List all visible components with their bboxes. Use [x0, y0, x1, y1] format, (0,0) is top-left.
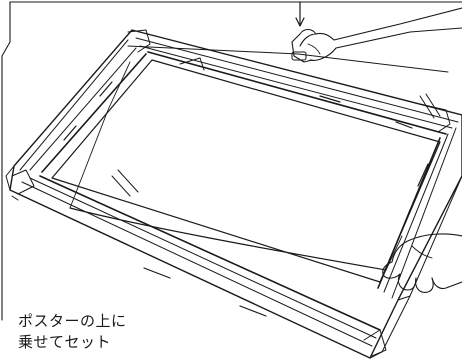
corner-top-left [127, 29, 151, 53]
clear-sheet-edge [69, 207, 387, 271]
frame-inner-opening [51, 59, 441, 283]
frame-outer [9, 29, 462, 359]
corner-top-right [419, 103, 451, 133]
instruction-caption: ポスターの上に 乗せてセット [18, 311, 127, 353]
upper-hand-icon [291, 7, 462, 63]
caption-line-2: 乗せてセット [18, 333, 112, 351]
corner-bottom-left [11, 169, 35, 195]
cover-sheet-edge [127, 45, 449, 73]
glass-reflection [111, 175, 131, 197]
caption-line-1: ポスターの上に [18, 312, 127, 330]
lower-hand-icon [382, 233, 462, 293]
panel-left-bracket [1, 1, 11, 321]
